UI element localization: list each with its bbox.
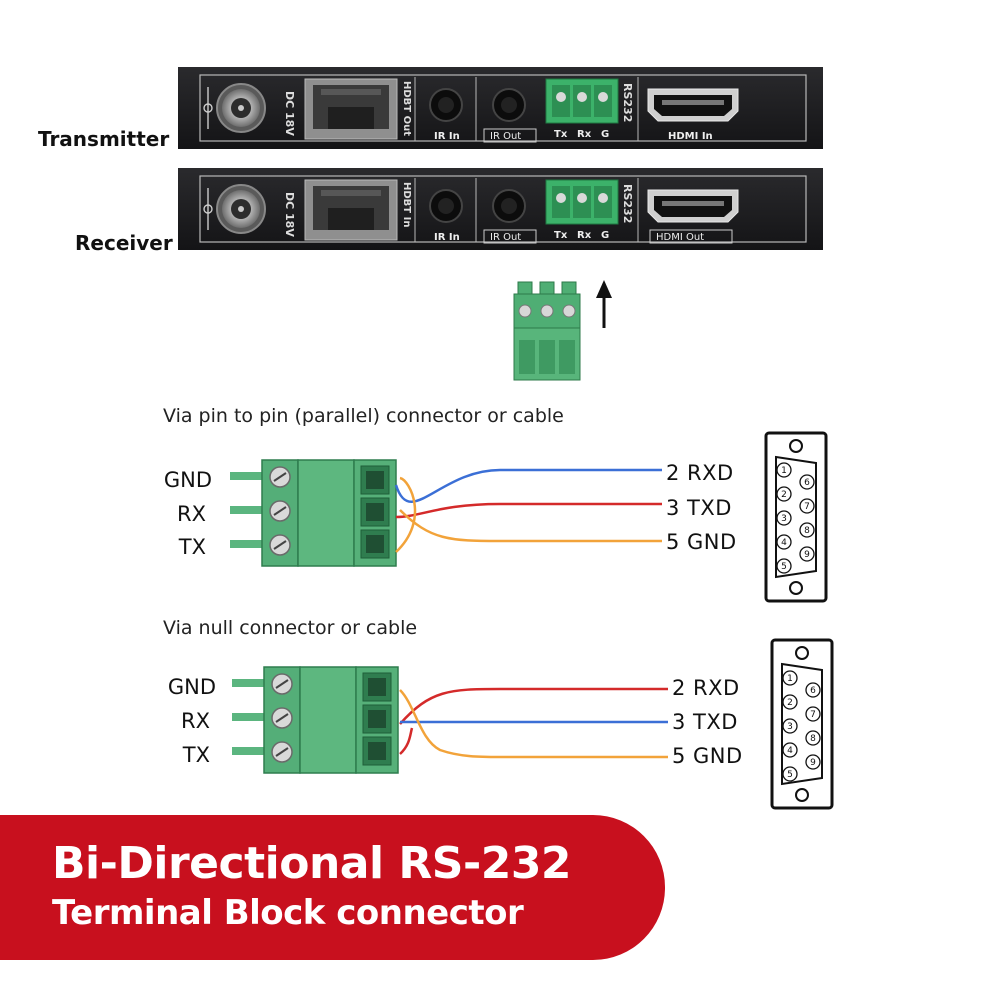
null-caption: Via null connector or cable [163,617,418,639]
db9-pin-6: 6 [804,478,810,488]
device-panels: DC 18V HDBT Out IR In IR Out [177,66,824,381]
ir-in-label: IR In [434,232,460,243]
parallel-orange-wire-run [399,509,662,543]
db9-pin-5: 5 [787,770,793,780]
parallel-red-wire [395,502,662,519]
null-red-wire [399,687,668,725]
parallel-gnd-db9-label: 5 GND [666,530,737,554]
null-db9-connector: 1 2 3 4 5 6 7 8 9 [770,638,834,810]
receiver-label: Receiver [75,231,173,255]
parallel-tx-label: TX [178,535,206,559]
rs232-rx-label: Rx [577,230,592,241]
db9-pin-4: 4 [787,746,793,756]
rs232-g-label: G [601,129,609,140]
db9-pin-9: 9 [810,758,816,768]
db9-pin-2: 2 [781,490,787,500]
null-wires [399,687,668,759]
db9-pin-2: 2 [787,698,793,708]
polarity-icon [203,87,213,129]
parallel-db9-pins: 1 2 3 4 5 6 7 8 9 [776,462,815,574]
parallel-wires [394,468,662,553]
ir-out-jack-icon [492,189,526,223]
null-gnd-label: GND [167,675,216,699]
null-gnd-db9-label: 5 GND [672,744,743,768]
db9-pin-3: 3 [787,722,793,732]
db9-pin-9: 9 [804,550,810,560]
null-tx-label: TX [182,743,210,767]
hdbt-rj45-port-icon [304,78,398,140]
rs232-tx-label: Tx [554,129,568,140]
db9-pin-3: 3 [781,514,787,524]
dc-power-jack-icon [216,184,266,234]
null-rx-label: RX [181,709,210,733]
parallel-caption: Via pin to pin (parallel) connector or c… [163,405,564,427]
ir-out-jack-icon [492,88,526,122]
ir-out-label: IR Out [490,131,521,142]
rs232-g-label: G [601,230,609,241]
banner-subtitle: Terminal Block connector [52,893,524,933]
null-orange-wire [399,689,668,759]
hdmi-port-icon [647,189,739,223]
dc-label: DC 18V [283,91,296,136]
parallel-blue-wire [394,468,662,503]
db9-pin-4: 4 [781,538,787,548]
rs232-tx-label: Tx [554,230,568,241]
transmitter-label: Transmitter [38,127,170,151]
parallel-gnd-label: GND [163,468,212,492]
parallel-orange-wire [395,476,417,553]
terminal-plug-icon [513,281,581,381]
db9-pin-7: 7 [810,710,816,720]
null-terminal-block [231,666,399,774]
db9-pin-1: 1 [781,466,787,476]
hdbt-rj45-port-icon [304,179,398,241]
title-banner [0,815,665,960]
db9-pin-7: 7 [804,502,810,512]
rs232-terminal-icon [545,179,619,225]
polarity-icon [203,188,213,230]
ir-in-jack-icon [429,88,463,122]
dc-label: DC 18V [283,192,296,237]
hdmi-port-icon [647,88,739,122]
rs232-terminal-icon [545,78,619,124]
parallel-terminal-block [229,459,397,567]
banner-title: Bi-Directional RS-232 [52,838,572,889]
db9-pin-1: 1 [787,674,793,684]
ir-in-jack-icon [429,189,463,223]
null-txd-label: 3 TXD [672,710,738,734]
parallel-txd-label: 3 TXD [666,496,732,520]
db9-pin-8: 8 [804,526,810,536]
dc-power-jack-icon [216,83,266,133]
hdbt-label: HDBT Out [401,81,412,136]
parallel-db9-connector: 1 2 3 4 5 6 7 8 9 [764,431,828,603]
parallel-rx-label: RX [177,502,206,526]
rs232-label: RS232 [621,184,634,223]
null-red-wire-tail [399,727,414,755]
transmitter-panel: DC 18V HDBT Out IR In IR Out [177,66,824,150]
rs232-label: RS232 [621,83,634,122]
db9-pin-5: 5 [781,562,787,572]
hdbt-label: HDBT In [401,182,412,227]
hdmi-label: HDMI In [668,131,713,142]
ir-in-label: IR In [434,131,460,142]
arrow-up-icon [596,280,612,328]
wiring-diagram: 1 2 3 4 5 6 7 8 9 1 [229,431,834,810]
null-db9-pins: 1 2 3 4 5 6 7 8 9 [782,670,821,782]
receiver-panel: DC 18V HDBT In IR In IR Out [177,167,824,251]
rs232-rx-label: Rx [577,129,592,140]
ir-out-label: IR Out [490,232,521,243]
db9-pin-8: 8 [810,734,816,744]
null-rxd-label: 2 RXD [672,676,740,700]
parallel-rxd-label: 2 RXD [666,461,734,485]
hdmi-label: HDMI Out [656,232,704,243]
db9-pin-6: 6 [810,686,816,696]
